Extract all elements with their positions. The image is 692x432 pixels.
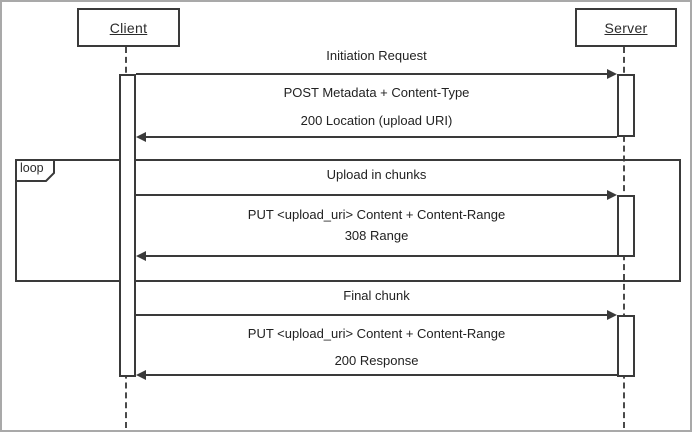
arrow-final-request <box>136 314 608 316</box>
server-actor-label: Server <box>604 19 648 36</box>
final-response-label: 200 Response <box>334 353 419 368</box>
arrowhead-left-icon <box>136 132 146 142</box>
loop-label-tab: loop <box>15 159 55 182</box>
client-actor-label: Client <box>109 19 148 36</box>
server-activation-bar-loop <box>617 195 635 257</box>
chunk-request-label: PUT <upload_uri> Content + Content-Range <box>247 207 506 222</box>
client-actor-box: Client <box>77 8 180 47</box>
arrowhead-left-icon <box>136 251 146 261</box>
arrow-chunk-response <box>146 255 617 257</box>
final-request-label: PUT <upload_uri> Content + Content-Range <box>247 326 506 341</box>
arrowhead-left-icon <box>136 370 146 380</box>
initiation-request-label: POST Metadata + Content-Type <box>283 85 470 100</box>
arrow-initiation-response <box>146 136 617 138</box>
loop-pentagon-icon <box>15 159 55 182</box>
arrow-final-response <box>146 374 617 376</box>
initiation-title: Initiation Request <box>326 48 427 63</box>
client-activation-bar <box>119 74 136 377</box>
server-activation-bar-final <box>617 315 635 377</box>
final-title: Final chunk <box>343 288 410 303</box>
server-actor-box: Server <box>575 8 677 47</box>
chunk-loop-title: Upload in chunks <box>326 167 427 182</box>
arrowhead-right-icon <box>607 69 617 79</box>
arrowhead-right-icon <box>607 190 617 200</box>
server-activation-bar-initiation <box>617 74 635 137</box>
loop-keyword: loop <box>20 161 44 175</box>
chunk-response-label: 308 Range <box>344 228 409 243</box>
loop-frame <box>15 159 681 282</box>
arrow-initiation-request <box>136 73 608 75</box>
arrowhead-right-icon <box>607 310 617 320</box>
initiation-response-label: 200 Location (upload URI) <box>300 113 453 128</box>
arrow-chunk-request <box>136 194 608 196</box>
